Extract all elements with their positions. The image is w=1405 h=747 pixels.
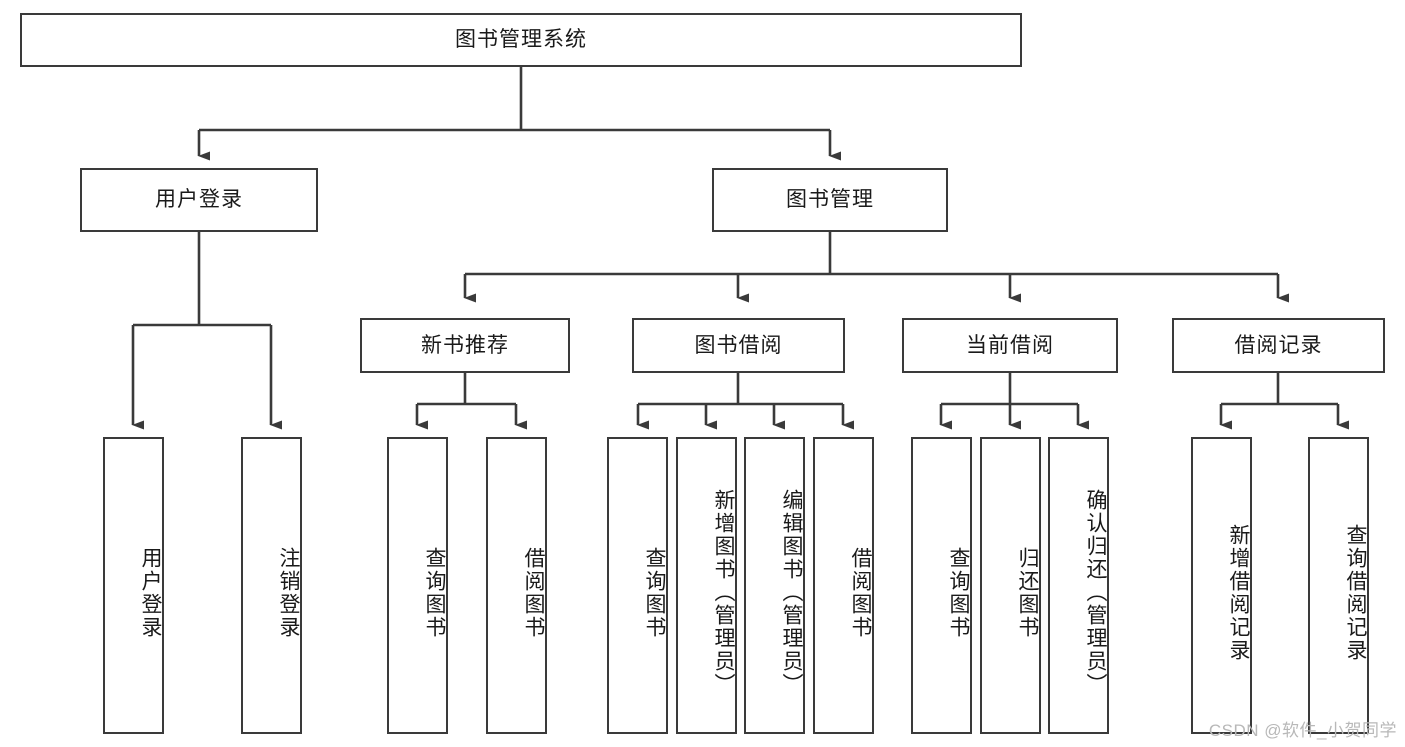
leaf-current-return-book[interactable]: 归还图书 (980, 437, 1041, 734)
leaf-user-login-logout[interactable]: 注销登录 (241, 437, 302, 734)
node-borrow-record[interactable]: 借阅记录 (1172, 318, 1385, 373)
node-current-borrow[interactable]: 当前借阅 (902, 318, 1118, 373)
leaf-recommend-query-book[interactable]: 查询图书 (387, 437, 448, 734)
leaf-user-login-login[interactable]: 用户登录 (103, 437, 164, 734)
node-root-system[interactable]: 图书管理系统 (20, 13, 1022, 67)
watermark-text: CSDN @软件_小贺同学 (1208, 721, 1397, 740)
leaf-record-add-record[interactable]: 新增借阅记录 (1191, 437, 1252, 734)
leaf-record-query-record[interactable]: 查询借阅记录 (1308, 437, 1369, 734)
node-user-login[interactable]: 用户登录 (80, 168, 318, 232)
node-book-management[interactable]: 图书管理 (712, 168, 948, 232)
leaf-borrow-borrow-book[interactable]: 借阅图书 (813, 437, 874, 734)
leaf-borrow-query-book[interactable]: 查询图书 (607, 437, 668, 734)
leaf-current-confirm-return-admin[interactable]: 确认归还（管理员） (1048, 437, 1109, 734)
leaf-current-query-book[interactable]: 查询图书 (911, 437, 972, 734)
node-book-borrow[interactable]: 图书借阅 (632, 318, 845, 373)
node-new-book-recommend[interactable]: 新书推荐 (360, 318, 570, 373)
leaf-borrow-add-book-admin[interactable]: 新增图书（管理员） (676, 437, 737, 734)
leaf-borrow-edit-book-admin[interactable]: 编辑图书（管理员） (744, 437, 805, 734)
leaf-recommend-borrow-book[interactable]: 借阅图书 (486, 437, 547, 734)
